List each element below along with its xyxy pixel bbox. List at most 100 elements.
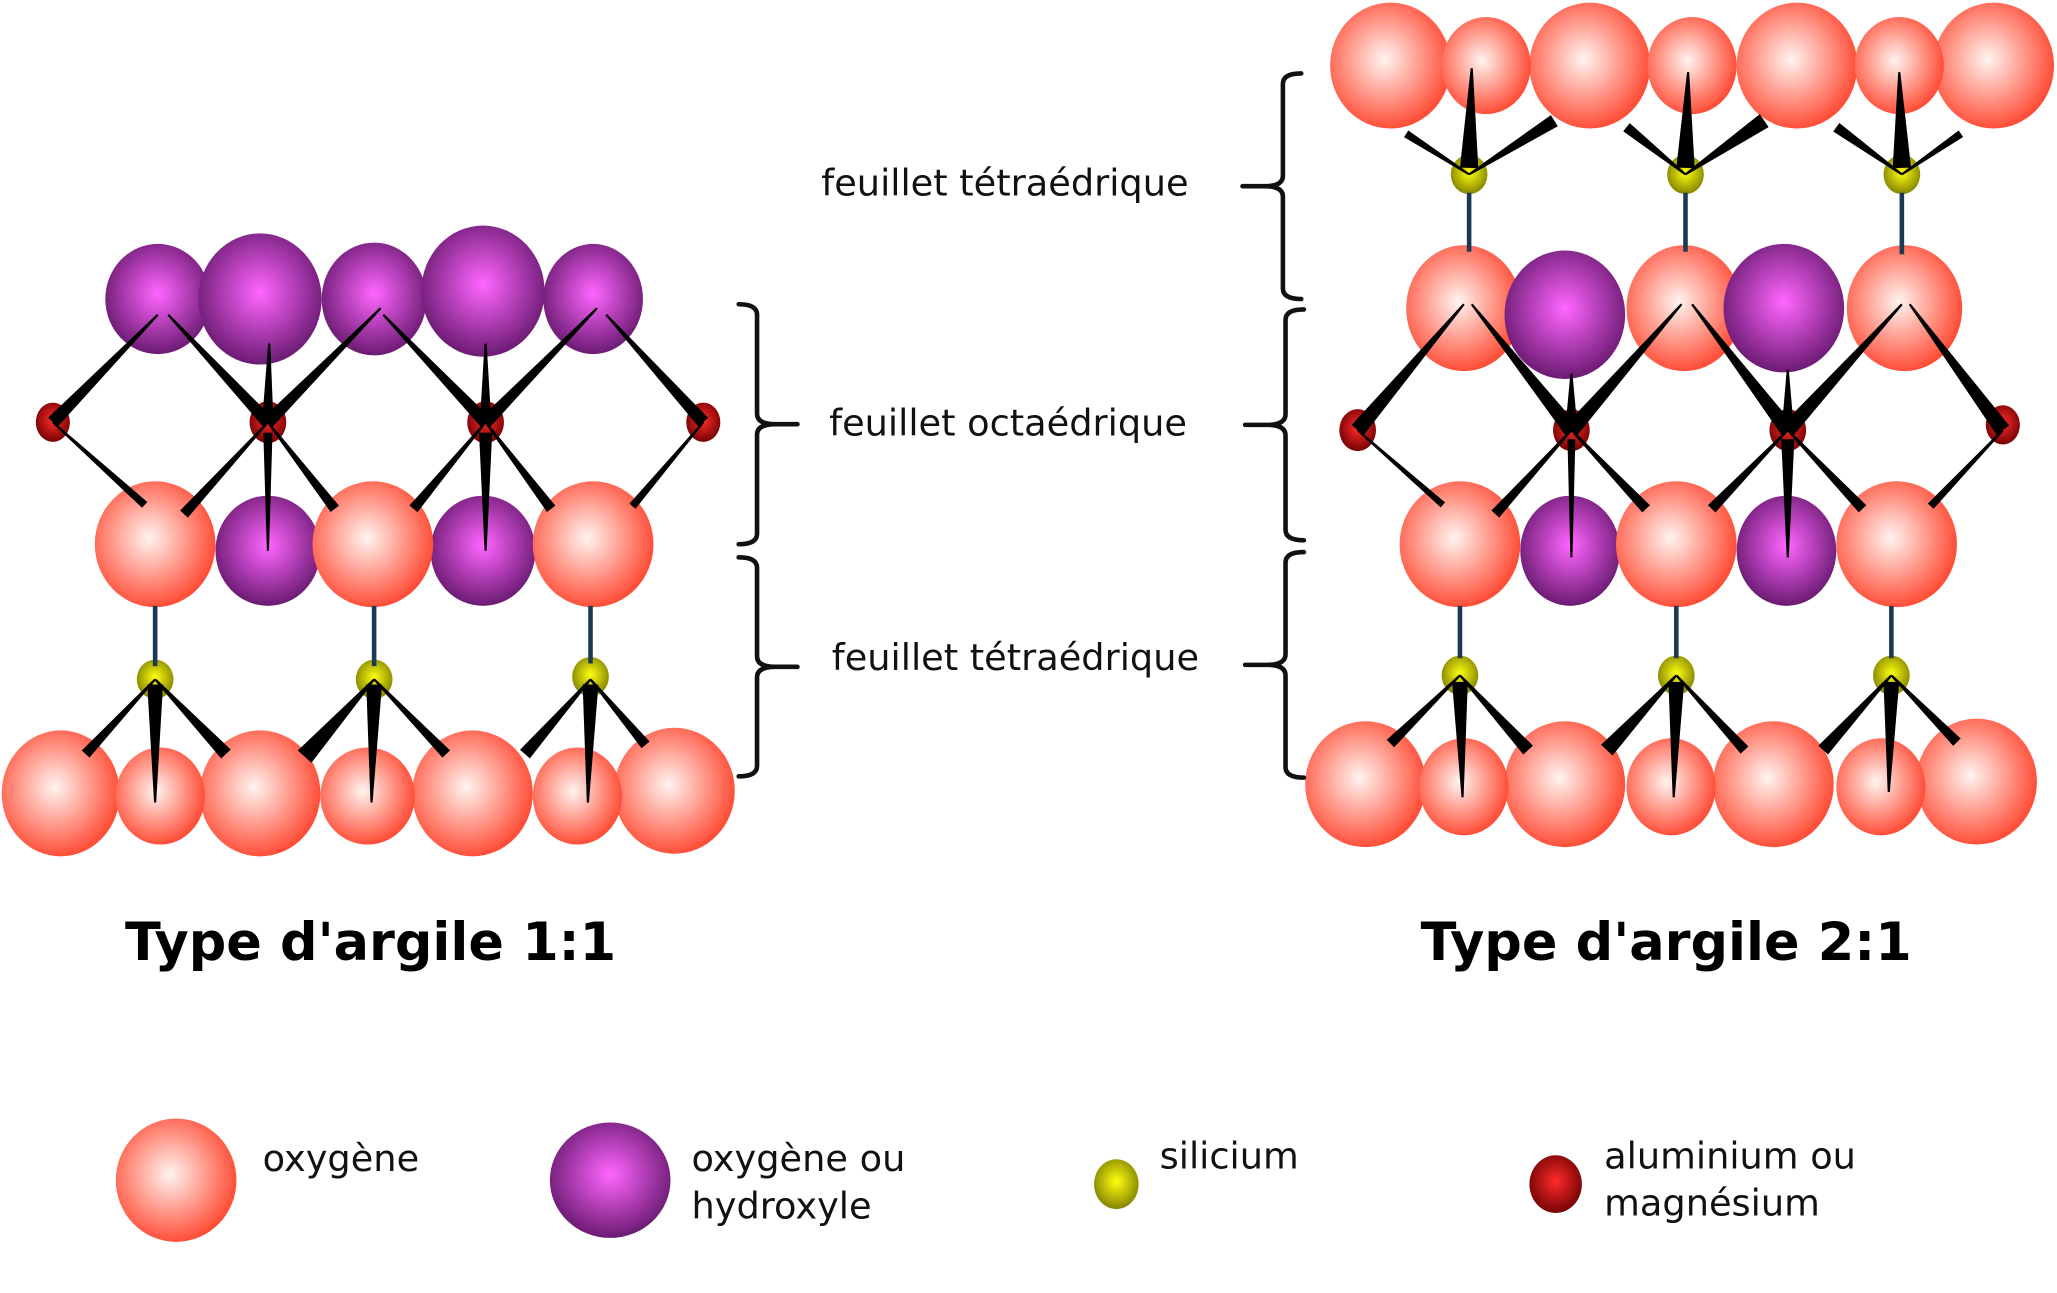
label-tetrahedral-sheet-top: feuillet tétraédrique (821, 161, 1188, 204)
bond (1781, 303, 1903, 436)
bond (1470, 303, 1578, 436)
bond (1833, 122, 1903, 176)
bond (262, 343, 274, 415)
bond (1781, 439, 1795, 558)
hydroxyl-atom (215, 495, 321, 606)
bond (1927, 429, 2004, 509)
bond (629, 421, 705, 509)
hydroxyl-atom (430, 495, 536, 606)
bond (1892, 72, 1912, 169)
bond (1668, 681, 1685, 798)
title-clay-1-1: Type d'argile 1:1 (125, 912, 616, 973)
hydroxyl-atom (321, 242, 427, 356)
bond (605, 314, 709, 427)
oxygen-atom (1441, 17, 1531, 115)
hydroxyl-atom (421, 225, 545, 357)
oxygen-atom (1933, 2, 2054, 129)
oxygen-atom (115, 747, 205, 845)
bond (1676, 72, 1695, 169)
legend-label: oxygène (263, 1137, 420, 1180)
oxygen-atom (312, 481, 434, 608)
legend: oxygène oxygène ou hydroxyle silicium al… (115, 1118, 1856, 1242)
silicon-atom (572, 656, 609, 697)
bond (1787, 429, 1867, 513)
bond (1459, 674, 1533, 755)
bond (1883, 681, 1900, 793)
bond (1570, 429, 1650, 513)
bond (1818, 674, 1893, 755)
bond (263, 432, 273, 551)
bond (479, 432, 493, 551)
legend-item-oxygen: oxygène (115, 1118, 420, 1242)
silicon-atom-icon (1094, 1159, 1139, 1210)
bond (1684, 114, 1769, 176)
bond (1601, 674, 1678, 756)
oxygen-atom (1504, 721, 1626, 848)
oxygen-atom (1836, 738, 1926, 836)
bond (484, 421, 556, 512)
bond (382, 314, 491, 427)
bond (1691, 303, 1795, 435)
brace-octahedral-1-1 (736, 301, 800, 547)
bond (366, 684, 382, 803)
hydroxyl-atom (1520, 495, 1620, 606)
bond (180, 421, 269, 518)
oxygen-atom (1647, 17, 1737, 115)
bond (1566, 373, 1577, 420)
bond (1565, 303, 1683, 436)
oxygen-atom (1736, 2, 1858, 129)
oxygen-atom (1854, 17, 1944, 115)
oxygen-atom (1713, 721, 1834, 848)
oxygen-atom (1615, 481, 1737, 608)
oxygen-atom (1626, 738, 1716, 836)
clay-1-1-structure (1, 225, 735, 857)
legend-label-line2: magnésium (1604, 1182, 1820, 1225)
bond (1890, 674, 1961, 746)
hydroxyl-atom (105, 243, 211, 355)
legend-label: aluminium ou (1604, 1134, 1856, 1177)
bond (1459, 68, 1479, 169)
bond (1351, 303, 1465, 436)
oxygen-atom (1836, 481, 1957, 608)
bond (263, 307, 382, 427)
oxygen-atom (320, 747, 415, 845)
bond (409, 421, 487, 513)
legend-label: oxygène ou (691, 1137, 905, 1180)
bond (1675, 674, 1749, 754)
bond (167, 314, 273, 427)
oxygen-atom (199, 730, 321, 857)
legend-item-aluminium: aluminium ou magnésium (1529, 1134, 1856, 1225)
bond (582, 684, 599, 803)
bond (1567, 439, 1576, 558)
hydroxyl-atom (1723, 243, 1845, 373)
bond (297, 678, 375, 763)
oxygen-atom (1305, 721, 1426, 848)
bond (1386, 674, 1461, 748)
bond (373, 678, 451, 758)
oxygen-atom (1330, 2, 1451, 129)
bond (1908, 303, 2010, 435)
oxygen-atom (1, 730, 120, 857)
oxygen-atom-icon (115, 1118, 237, 1242)
hydroxyl-atom (198, 233, 322, 365)
brace-tetrahedral-top-2-1 (1240, 71, 1304, 302)
bond (480, 307, 598, 427)
bond (1452, 681, 1468, 798)
legend-item-silicon: silicium (1094, 1134, 1299, 1210)
bond (1404, 130, 1470, 176)
brace-tetrahedral-bottom-2-1 (1242, 549, 1307, 780)
oxygen-atom (412, 730, 533, 857)
clay-2-1-structure (1305, 2, 2054, 848)
bond (1623, 123, 1687, 176)
sheet-braces (736, 71, 1307, 780)
aluminium-atom-icon (1529, 1155, 1582, 1214)
brace-octahedral-2-1 (1242, 307, 1307, 543)
label-tetrahedral-sheet-bottom: feuillet tétraédrique (832, 636, 1199, 679)
bond (1901, 130, 1964, 176)
bond (589, 678, 650, 749)
bond (48, 313, 159, 427)
bond (52, 421, 148, 508)
oxygen-atom (614, 727, 735, 854)
bond (154, 678, 231, 759)
